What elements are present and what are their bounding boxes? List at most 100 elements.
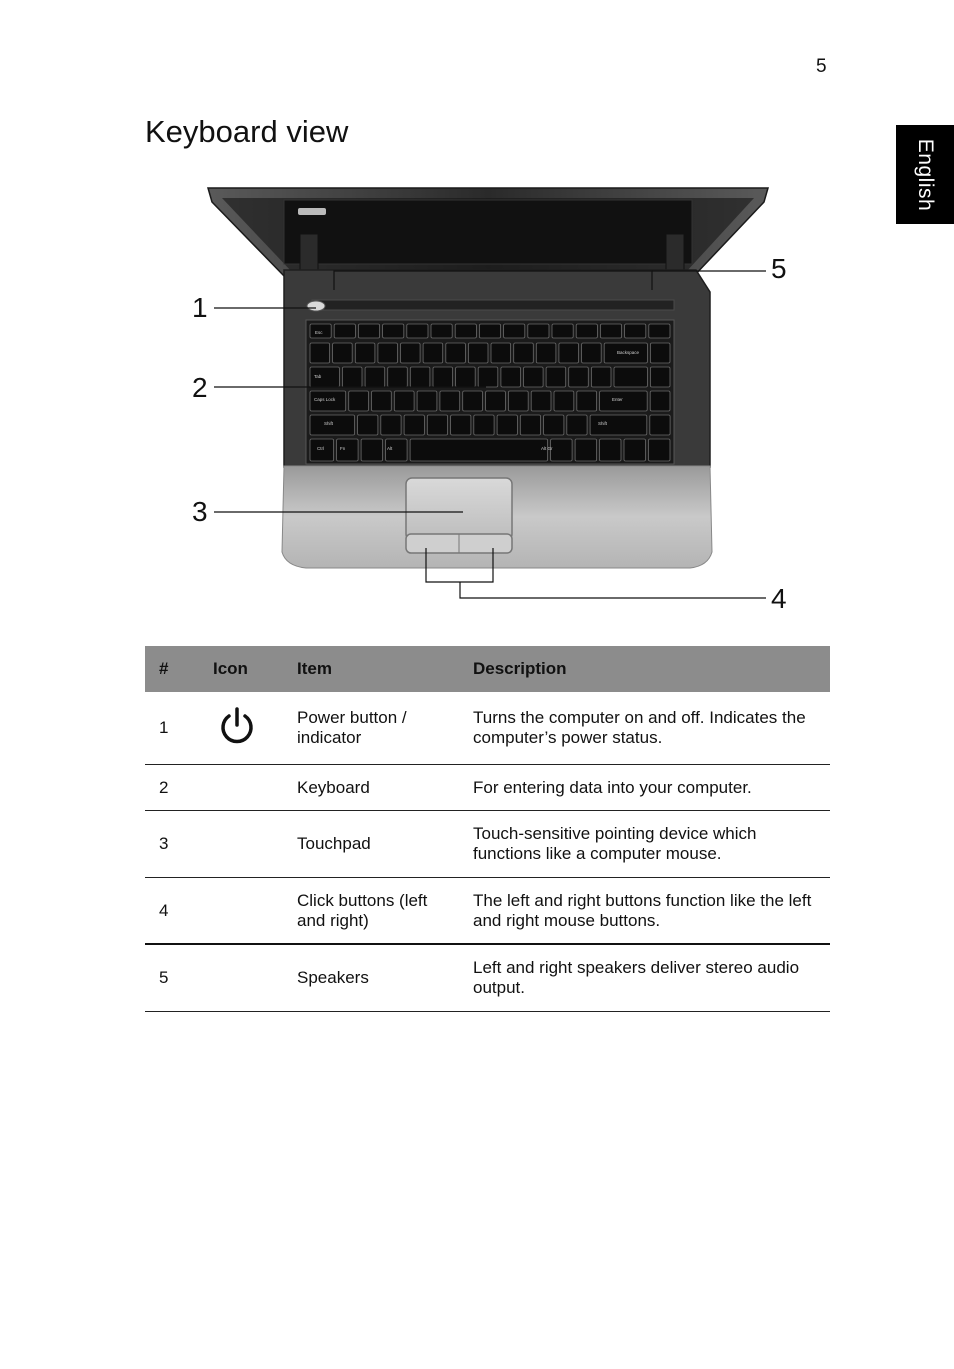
row-description: For entering data into your computer. bbox=[459, 764, 830, 811]
keyboard-key bbox=[550, 438, 573, 462]
keyboard-key bbox=[649, 414, 671, 436]
row-description: Touch-sensitive pointing device which fu… bbox=[459, 810, 830, 878]
keyboard-key bbox=[535, 342, 557, 364]
keyboard-key bbox=[380, 414, 402, 436]
keyboard-key bbox=[649, 342, 671, 364]
keyboard-key bbox=[341, 366, 363, 388]
table-row: 5 Speakers Left and right speakers deliv… bbox=[145, 944, 830, 1012]
keyboard-key bbox=[599, 438, 622, 462]
keyboard-key bbox=[454, 323, 477, 339]
keyboard-key bbox=[430, 323, 453, 339]
table-row: 3 Touchpad Touch-sensitive pointing devi… bbox=[145, 810, 830, 878]
keyboard-key bbox=[348, 390, 369, 412]
key-ctrl-label: Ctrl bbox=[317, 446, 324, 451]
row-icon-cell bbox=[199, 764, 283, 811]
keyboard-key bbox=[357, 414, 379, 436]
keyboard-key bbox=[599, 390, 648, 412]
keyboard-key bbox=[371, 390, 392, 412]
keyboard-key bbox=[333, 323, 356, 339]
header-description: Description bbox=[459, 646, 830, 692]
keyboard-key bbox=[467, 342, 489, 364]
keyboard-key bbox=[422, 342, 444, 364]
keyboard-key bbox=[624, 323, 647, 339]
header-num: # bbox=[145, 646, 199, 692]
key-caps-label: Caps Lock bbox=[314, 397, 336, 402]
row-icon-cell bbox=[199, 877, 283, 945]
keyboard-key bbox=[575, 323, 598, 339]
keyboard-key bbox=[393, 390, 415, 412]
lid-logo bbox=[298, 208, 326, 215]
keyboard-key bbox=[445, 342, 466, 364]
keyboard-key bbox=[496, 414, 518, 436]
keyboard-key bbox=[382, 323, 405, 339]
keyboard-key bbox=[503, 323, 526, 339]
keyboard-key bbox=[527, 323, 550, 339]
keyboard-key bbox=[648, 323, 671, 339]
keyboard-key bbox=[360, 438, 384, 462]
keyboard-key bbox=[409, 366, 431, 388]
keyboard-key bbox=[590, 366, 612, 388]
language-tab-label: English bbox=[914, 138, 937, 211]
keyboard-key bbox=[543, 414, 565, 436]
keyboard-key bbox=[309, 323, 332, 339]
row-icon-cell bbox=[199, 810, 283, 878]
keyboard-key bbox=[309, 414, 355, 436]
keyboard-key bbox=[623, 438, 646, 462]
key-esc-label: Esc bbox=[315, 330, 323, 335]
keyboard-key bbox=[409, 438, 549, 462]
key-altgr-label: Alt Gr bbox=[541, 446, 553, 451]
keyboard-key bbox=[462, 390, 483, 412]
row-num: 1 bbox=[145, 692, 199, 765]
callout-4: 4 bbox=[771, 583, 787, 614]
keyboard-key bbox=[507, 390, 529, 412]
keyboard-key bbox=[513, 342, 534, 364]
power-button bbox=[306, 300, 326, 312]
keyboard-key bbox=[426, 414, 449, 436]
table-header-row: # Icon Item Description bbox=[145, 646, 830, 692]
key-tab-label: Tab bbox=[314, 374, 322, 379]
keyboard-key bbox=[613, 366, 648, 388]
keyboard-key bbox=[400, 342, 421, 364]
keyboard-key bbox=[336, 438, 359, 462]
keyboard-key bbox=[581, 342, 602, 364]
callout-3: 3 bbox=[192, 496, 208, 527]
row-num: 4 bbox=[145, 877, 199, 945]
callout-lines bbox=[214, 270, 766, 599]
keyboard-key bbox=[485, 390, 506, 412]
keyboard-key bbox=[568, 366, 589, 388]
keyboard-key bbox=[455, 366, 476, 388]
row-description: Turns the computer on and off. Indicates… bbox=[459, 692, 830, 765]
header-icon: Icon bbox=[199, 646, 283, 692]
table-row: 1 Power button / indicator Turns the com… bbox=[145, 692, 830, 765]
keyboard-key bbox=[576, 390, 597, 412]
row-description: The left and right buttons function like… bbox=[459, 877, 830, 945]
callout-1: 1 bbox=[192, 292, 208, 323]
keyboard-keys bbox=[309, 323, 671, 462]
keyboard-key bbox=[490, 342, 512, 364]
row-item: Click buttons (left and right) bbox=[283, 877, 459, 945]
row-num: 5 bbox=[145, 944, 199, 1012]
page-title: Keyboard view bbox=[145, 114, 349, 149]
keyboard-key bbox=[500, 366, 521, 388]
keyboard-key bbox=[364, 366, 386, 388]
speaker-grill bbox=[311, 299, 675, 311]
keyboard-key bbox=[478, 323, 501, 339]
keyboard-key bbox=[432, 366, 454, 388]
callout-2: 2 bbox=[192, 372, 208, 403]
laptop-keyboard-figure: 1 2 3 4 5 Esc Tab Caps Lock Shift Ctrl F… bbox=[180, 182, 800, 622]
laptop-lid bbox=[207, 187, 769, 279]
keyboard-key bbox=[387, 366, 408, 388]
keyboard-key bbox=[403, 414, 425, 436]
row-num: 2 bbox=[145, 764, 199, 811]
laptop-illustration: 1 2 3 4 5 Esc Tab Caps Lock Shift Ctrl F… bbox=[192, 187, 787, 614]
key-backspace-label: Backspace bbox=[617, 350, 640, 355]
key-enter-label: Enter bbox=[612, 397, 623, 402]
keyboard-key bbox=[599, 323, 622, 339]
keyboard-key bbox=[648, 438, 671, 462]
key-alt-label: Alt bbox=[387, 446, 393, 451]
keyboard-key bbox=[439, 390, 461, 412]
keyboard-key bbox=[406, 323, 429, 339]
power-icon bbox=[221, 706, 253, 743]
row-icon-cell bbox=[199, 944, 283, 1012]
key-fn-label: Fn bbox=[340, 446, 346, 451]
